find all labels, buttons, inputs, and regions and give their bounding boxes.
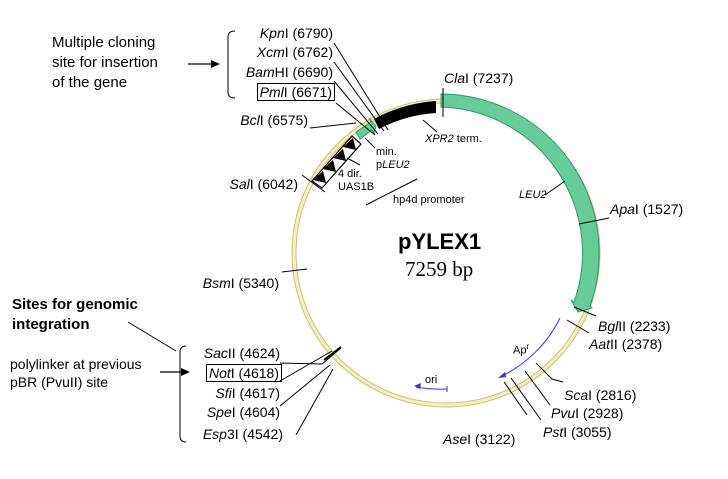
polylinker-tick bbox=[323, 346, 342, 361]
leu2-leader bbox=[544, 180, 566, 196]
bgl-tick bbox=[573, 306, 597, 317]
min-pleu2-line2: pLEU2 bbox=[376, 159, 410, 171]
mcs-note: Multiple cloning site for insertion of t… bbox=[52, 33, 158, 93]
ase-leader bbox=[503, 381, 528, 416]
kpn-leader bbox=[333, 42, 389, 131]
mcs-note-line: of the gene bbox=[52, 74, 128, 91]
polylinker-arrowhead bbox=[181, 368, 190, 376]
xpr2-terminator-block bbox=[374, 101, 436, 129]
site-label-xcm: XcmI (6762) bbox=[256, 44, 333, 60]
genomic-integration-note: Sites for genomic integration bbox=[12, 295, 138, 335]
bsm-tick bbox=[281, 268, 308, 273]
not-leader bbox=[279, 350, 333, 382]
bam-leader bbox=[333, 80, 379, 135]
uas1b-triangle bbox=[343, 138, 356, 150]
site-label-sfi: SfiI (4617) bbox=[215, 385, 280, 401]
bcl-leader bbox=[309, 122, 357, 129]
site-label-apa: ApaI (1527) bbox=[610, 201, 684, 217]
genomic-leader bbox=[127, 321, 177, 352]
site-label-kpn: KpnI (6790) bbox=[259, 25, 333, 41]
min-pleu2-leader bbox=[364, 137, 376, 149]
hp4d-brace bbox=[365, 178, 418, 206]
genomic-bracket bbox=[179, 345, 187, 443]
feature-label-hp4d: hp4d promoter bbox=[393, 194, 465, 206]
mcs-arrowhead bbox=[211, 60, 220, 68]
feature-label-xpr2: XPR2 term. bbox=[425, 133, 482, 145]
uas1b-line2: UAS1B bbox=[338, 181, 375, 193]
feature-label-apr: Apr bbox=[513, 342, 530, 357]
polylinker-note-line: polylinker at previous bbox=[10, 356, 142, 372]
site-label-ase: AseI (3122) bbox=[443, 431, 516, 447]
feature-label-leu2: LEU2 bbox=[519, 189, 547, 201]
ori-arrowhead bbox=[414, 383, 421, 389]
xpr2-leader bbox=[422, 119, 438, 133]
xcm-leader bbox=[333, 61, 385, 132]
site-label-bam: BamHI (6690) bbox=[245, 64, 333, 80]
ori-arrow bbox=[415, 386, 448, 390]
sca-leader bbox=[535, 362, 564, 383]
leu2-gene-arrow bbox=[440, 93, 600, 313]
site-label-sacii: SacII (4624) bbox=[203, 345, 280, 361]
site-label-pvu: PvuI (2928) bbox=[551, 405, 624, 421]
aat-tick bbox=[566, 319, 590, 334]
feature-label-ori: ori bbox=[425, 374, 438, 386]
uas1b-triangle bbox=[333, 149, 346, 161]
apr-arrowhead bbox=[498, 372, 506, 378]
pml-leader bbox=[335, 102, 376, 136]
mcs-bracket bbox=[227, 30, 236, 99]
site-label-sca: ScaI (2816) bbox=[564, 387, 637, 403]
site-label-aat: AatII (2378) bbox=[589, 336, 663, 352]
pvu-leader bbox=[524, 370, 551, 406]
site-label-bsm: BsmI (5340) bbox=[202, 275, 279, 291]
feature-label-min-pleu2: min. pLEU2 bbox=[376, 146, 410, 172]
mcs-note-line: site for insertion bbox=[52, 54, 158, 71]
uas1b-repeats bbox=[311, 135, 362, 189]
polylinker-note: polylinker at previous pBR (PvuII) site bbox=[10, 355, 142, 391]
uas1b-triangle bbox=[323, 160, 336, 172]
sacii-leader bbox=[279, 347, 342, 365]
genomic-note-line: Sites for genomic bbox=[12, 296, 138, 313]
polylinker-note-line: pBR (PvuII) site bbox=[10, 374, 109, 390]
site-label-bcl: BclI (6575) bbox=[240, 112, 308, 128]
min-pleu2-line1: min. bbox=[376, 146, 397, 158]
uas1b-line1: 4 dir. bbox=[338, 168, 362, 180]
plasmid-name: pYLEX1 bbox=[398, 229, 482, 254]
site-label-bgl: BglII (2233) bbox=[598, 318, 671, 334]
mcs-note-line: Multiple cloning bbox=[52, 34, 156, 51]
site-label-not: NotI (4618) bbox=[205, 364, 282, 382]
esp-leader bbox=[295, 368, 334, 436]
apr-arrow bbox=[499, 317, 561, 378]
site-label-pml: PmlI (6671) bbox=[256, 83, 335, 101]
genomic-note-line: integration bbox=[12, 316, 90, 333]
sfi-leader bbox=[279, 364, 331, 407]
plasmid-size: 7259 bp bbox=[405, 257, 474, 281]
site-label-pst: PstI (3055) bbox=[543, 424, 612, 440]
sal-tick bbox=[301, 174, 326, 193]
site-label-cla: ClaI (7237) bbox=[444, 70, 514, 86]
uas1b-leader bbox=[346, 157, 361, 166]
site-label-esp: Esp3I (4542) bbox=[202, 426, 283, 442]
site-label-sal: SalI (6042) bbox=[229, 176, 298, 192]
uas1b-triangle bbox=[313, 171, 326, 183]
feature-label-uas1b: 4 dir. UAS1B bbox=[338, 168, 374, 194]
apa-tick bbox=[578, 217, 610, 225]
site-label-spe: SpeI (4604) bbox=[206, 404, 280, 420]
pst-leader bbox=[510, 377, 542, 421]
